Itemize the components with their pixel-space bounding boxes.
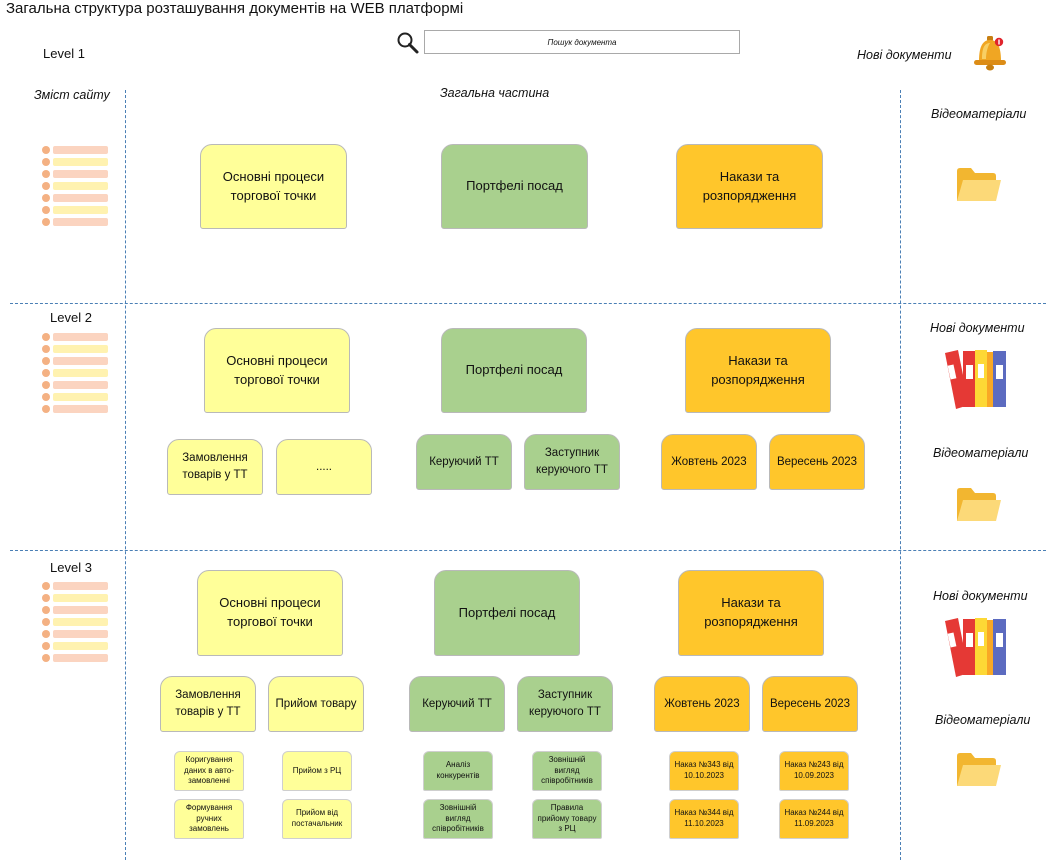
manager-box[interactable]: Керуючий ТТ xyxy=(416,434,512,490)
level-2-label: Level 2 xyxy=(50,310,92,325)
orders-box[interactable]: Накази та розпорядження xyxy=(676,144,823,229)
folder-icon[interactable] xyxy=(955,750,1003,790)
contents-list-icon[interactable] xyxy=(41,331,111,415)
processes-box[interactable]: Основні процеси торгової точки xyxy=(204,328,350,413)
column-divider-right xyxy=(900,90,901,860)
portfolios-box[interactable]: Портфелі посад xyxy=(441,328,587,413)
orders-box[interactable]: Накази та розпорядження xyxy=(685,328,831,413)
contents-list-icon[interactable] xyxy=(41,580,111,664)
contents-list-icon[interactable] xyxy=(41,144,111,228)
general-part-header: Загальна частина xyxy=(440,86,550,100)
ellipsis-box[interactable]: ..... xyxy=(276,439,372,495)
doc-receive-from-supplier[interactable]: Прийом від постачальник xyxy=(282,799,352,839)
deputy-box[interactable]: Заступник керуючого ТТ xyxy=(517,676,613,732)
doc-staff-appearance[interactable]: Зовнішній вигляд співробітників xyxy=(532,751,602,791)
doc-order-244[interactable]: Наказ №244 від 11.09.2023 xyxy=(779,799,849,839)
doc-manual-orders[interactable]: Формування ручних замовлень xyxy=(174,799,244,839)
september-box[interactable]: Вересень 2023 xyxy=(769,434,865,490)
portfolios-box[interactable]: Портфелі посад xyxy=(434,570,580,656)
folder-icon[interactable] xyxy=(955,165,1003,205)
manager-box[interactable]: Керуючий ТТ xyxy=(409,676,505,732)
processes-box[interactable]: Основні процеси торгової точки xyxy=(200,144,347,229)
new-docs-header[interactable]: Нові документи xyxy=(857,48,952,62)
new-docs-label[interactable]: Нові документи xyxy=(930,321,1025,335)
level-3-label: Level 3 xyxy=(50,560,92,575)
video-label[interactable]: Відеоматеріали xyxy=(933,446,1029,460)
portfolios-box[interactable]: Портфелі посад xyxy=(441,144,588,229)
new-docs-label[interactable]: Нові документи xyxy=(933,589,1028,603)
level-1-label: Level 1 xyxy=(43,46,85,61)
folder-icon[interactable] xyxy=(955,485,1003,525)
doc-order-343[interactable]: Наказ №343 від 10.10.2023 xyxy=(669,751,739,791)
processes-box[interactable]: Основні процеси торгової точки xyxy=(197,570,343,656)
doc-competitor-analysis[interactable]: Аналіз конкурентів xyxy=(423,751,493,791)
doc-correct-auto-order[interactable]: Коригування даних в авто-замовленні xyxy=(174,751,244,791)
video-label[interactable]: Відеоматеріали xyxy=(931,107,1027,121)
october-box[interactable]: Жовтень 2023 xyxy=(654,676,750,732)
doc-order-243[interactable]: Наказ №243 від 10.09.2023 xyxy=(779,751,849,791)
receive-goods-box[interactable]: Прийом товару xyxy=(268,676,364,732)
order-goods-box[interactable]: Замовлення товарів у ТТ xyxy=(160,676,256,732)
doc-receive-from-dc[interactable]: Прийом з РЦ xyxy=(282,751,352,791)
site-contents-header: Зміст сайту xyxy=(34,88,110,102)
deputy-box[interactable]: Заступник керуючого ТТ xyxy=(524,434,620,490)
doc-staff-appearance[interactable]: Зовнішній вигляд співробітників xyxy=(423,799,493,839)
level-divider-1 xyxy=(10,303,1046,304)
bell-icon[interactable] xyxy=(970,34,1010,72)
video-label[interactable]: Відеоматеріали xyxy=(935,713,1031,727)
order-goods-box[interactable]: Замовлення товарів у ТТ xyxy=(167,439,263,495)
binders-icon[interactable] xyxy=(943,345,1007,411)
october-box[interactable]: Жовтень 2023 xyxy=(661,434,757,490)
column-divider-left xyxy=(125,90,126,860)
orders-box[interactable]: Накази та розпорядження xyxy=(678,570,824,656)
level-divider-2 xyxy=(10,550,1046,551)
search-icon[interactable] xyxy=(396,31,420,55)
page-title: Загальна структура розташування документ… xyxy=(6,0,464,17)
search-input[interactable]: Пошук документа xyxy=(424,30,740,54)
doc-order-344[interactable]: Наказ №344 від 11.10.2023 xyxy=(669,799,739,839)
september-box[interactable]: Вересень 2023 xyxy=(762,676,858,732)
doc-dc-receiving-rules[interactable]: Правила прийому товару з РЦ xyxy=(532,799,602,839)
binders-icon[interactable] xyxy=(943,613,1007,679)
